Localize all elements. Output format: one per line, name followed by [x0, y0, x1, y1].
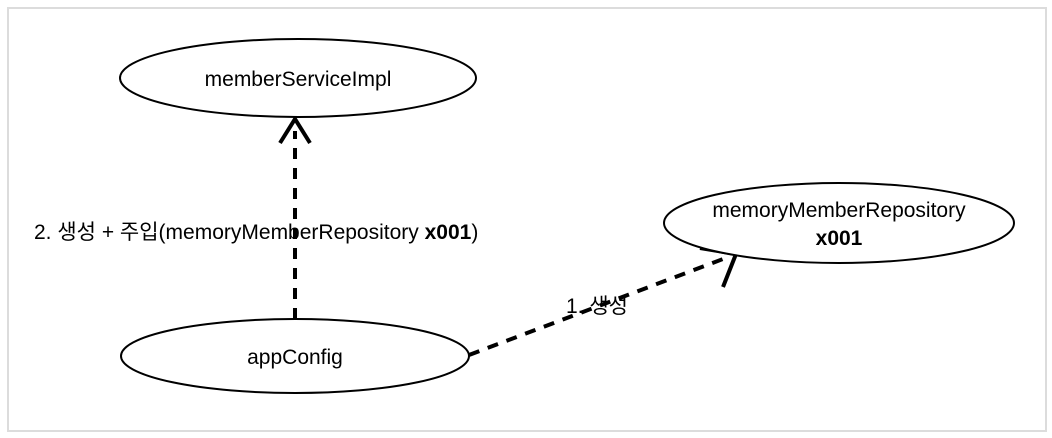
node-memberserviceimpl-label: memberServiceImpl: [205, 68, 392, 91]
edge-appconfig-to-memoryrepo-line: [468, 257, 724, 357]
node-memberserviceimpl[interactable]: memberServiceImpl: [119, 38, 477, 118]
node-appconfig-label: appConfig: [247, 346, 343, 369]
edge-label-creation: 1. 생성: [566, 295, 628, 318]
edge-label-injection: 2. 생성 + 주입(memoryMemberRepository x001): [34, 221, 478, 244]
edge-label-injection-suffix: ): [471, 221, 478, 244]
edge-label-injection-prefix: 2. 생성 + 주입(memoryMemberRepository: [34, 221, 425, 244]
node-memorymemberrepository-ellipse[interactable]: [663, 182, 1015, 264]
edge-label-injection-bold: x001: [425, 221, 472, 244]
node-memberserviceimpl-ellipse[interactable]: [119, 38, 477, 118]
edge-appconfig-to-memberservice: [278, 115, 312, 319]
node-memorymemberrepository-label-line1: memoryMemberRepository: [712, 199, 966, 222]
edge-appconfig-to-memberservice-arrowhead: [278, 115, 312, 145]
node-appconfig[interactable]: appConfig: [120, 318, 470, 394]
node-appconfig-ellipse[interactable]: [120, 318, 470, 394]
node-memorymemberrepository[interactable]: memoryMemberRepository x001: [663, 182, 1015, 264]
node-memorymemberrepository-label-line2: x001: [816, 227, 863, 250]
